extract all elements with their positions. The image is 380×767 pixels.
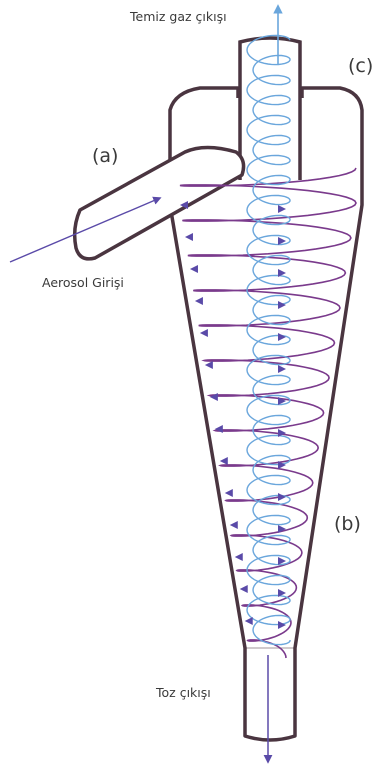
inner-flow-arrowhead bbox=[278, 301, 286, 309]
outer-flow-arrowhead bbox=[235, 553, 243, 561]
inlet-marker-label: (a) bbox=[92, 145, 118, 167]
outer-flow-arrowhead bbox=[215, 425, 223, 433]
vortex-finder-pipe bbox=[240, 38, 300, 180]
inner-vortex-path bbox=[247, 35, 290, 644]
outer-flow-arrowhead bbox=[210, 393, 218, 401]
dust-outlet-label: Toz çıkışı bbox=[155, 685, 211, 700]
outer-flow-arrowhead bbox=[225, 489, 233, 497]
inner-flow-arrowhead bbox=[278, 365, 286, 373]
outer-flow-arrowhead bbox=[205, 361, 213, 369]
outer-flow-arrowhead bbox=[230, 521, 238, 529]
outer-flow-arrowhead bbox=[245, 617, 253, 625]
body-marker-label: (b) bbox=[334, 513, 361, 535]
outlet-marker-label: (c) bbox=[348, 55, 373, 77]
inner-flow-arrowhead bbox=[278, 493, 286, 501]
outer-flow-arrowhead bbox=[240, 585, 248, 593]
outer-flow-arrowhead bbox=[190, 265, 198, 273]
inner-flow-arrowhead bbox=[278, 333, 286, 341]
inner-flow-arrowhead bbox=[278, 205, 286, 213]
clean-gas-outlet-label: Temiz gaz çıkışı bbox=[129, 9, 227, 24]
outer-flow-arrowhead bbox=[195, 297, 203, 305]
inner-flow-arrowhead bbox=[278, 621, 286, 629]
flow-direction-arrows bbox=[180, 201, 286, 629]
outer-flow-arrowhead bbox=[185, 233, 193, 241]
outer-flow-arrowhead bbox=[200, 329, 208, 337]
inner-ascending-vortex bbox=[247, 35, 290, 644]
aerosol-inlet-label: Aerosol Girişi bbox=[42, 275, 124, 290]
outer-flow-arrowhead bbox=[220, 457, 228, 465]
